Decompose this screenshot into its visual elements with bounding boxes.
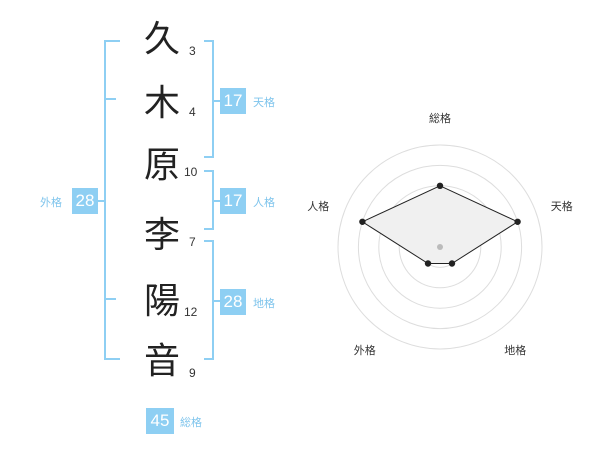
radar-ring-5 bbox=[337, 144, 543, 350]
radar-axis-label-tenkaku: 天格 bbox=[550, 200, 573, 214]
chikaku-bracket-bottom bbox=[204, 358, 214, 360]
radar-axis-label-jinkaku: 人格 bbox=[307, 200, 330, 214]
chikaku-bracket-stem bbox=[212, 300, 220, 302]
radar-axis-label-gaikaku: 外格 bbox=[353, 343, 376, 357]
chikaku-bracket-top bbox=[204, 240, 214, 242]
radar-point-1 bbox=[514, 218, 521, 225]
stroke-count-1: 3 bbox=[189, 44, 196, 58]
radar-point-2 bbox=[448, 260, 456, 267]
tenkaku-bracket-top bbox=[204, 40, 214, 42]
gaikaku-label: 外格 bbox=[40, 196, 62, 209]
stroke-count-2: 4 bbox=[189, 105, 196, 119]
radar-center-dot bbox=[437, 244, 443, 250]
stroke-count-3: 10 bbox=[184, 165, 198, 179]
gaikaku-badge: 28 bbox=[72, 188, 98, 214]
radar-ring-4 bbox=[357, 164, 523, 330]
tenkaku-bracket-stem bbox=[212, 100, 220, 102]
jinkaku-bracket-stem bbox=[212, 200, 220, 202]
radar-points bbox=[359, 182, 521, 267]
chikaku-badge: 28 bbox=[220, 289, 246, 315]
chikaku-label: 地格 bbox=[253, 297, 275, 310]
jinkaku-badge: 17 bbox=[220, 188, 246, 214]
tenkaku-label: 天格 bbox=[253, 96, 275, 109]
gaikaku-bracket-bottom bbox=[104, 358, 120, 360]
gaikaku-bracket-tick-2 bbox=[104, 298, 116, 300]
jinkaku-bracket-bottom bbox=[204, 228, 214, 230]
soukaku-label: 総格 bbox=[180, 416, 202, 429]
tenkaku-bracket-bottom bbox=[204, 156, 214, 158]
radar-axis-label-soukaku: 総格 bbox=[429, 112, 451, 125]
name-char-4: 李 bbox=[143, 215, 180, 256]
name-char-6: 音 bbox=[143, 341, 180, 382]
gaikaku-bracket-tick-1 bbox=[104, 98, 116, 100]
stroke-count-4: 7 bbox=[189, 235, 196, 249]
stroke-count-5: 12 bbox=[184, 305, 198, 319]
gaikaku-bracket-stem bbox=[98, 200, 106, 202]
name-char-5: 陽 bbox=[143, 281, 180, 322]
tenkaku-bracket-line bbox=[212, 40, 214, 158]
tenkaku-badge: 17 bbox=[220, 88, 246, 114]
gaikaku-bracket-top bbox=[104, 40, 120, 42]
radar-point-0 bbox=[436, 182, 444, 189]
jinkaku-label: 人格 bbox=[253, 196, 275, 209]
name-char-1: 久 bbox=[143, 19, 180, 60]
radar-polygon bbox=[361, 185, 519, 265]
radar-point-4 bbox=[359, 218, 366, 225]
name-char-2: 木 bbox=[143, 83, 180, 124]
soukaku-badge: 45 bbox=[146, 408, 174, 434]
radar-point-3 bbox=[424, 260, 432, 267]
radar-axis-label-chikaku: 地格 bbox=[504, 343, 527, 357]
stroke-count-6: 9 bbox=[189, 366, 196, 380]
name-char-3: 原 bbox=[143, 145, 180, 186]
jinkaku-bracket-top bbox=[204, 170, 214, 172]
